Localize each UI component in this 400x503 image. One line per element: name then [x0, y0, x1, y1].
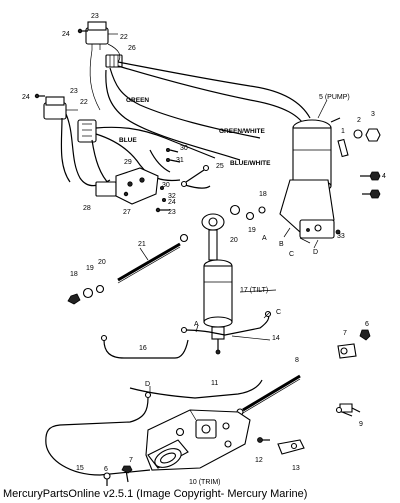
label-12: 12	[255, 457, 263, 464]
label-30-b: 30	[162, 182, 170, 189]
label-16: 16	[139, 345, 147, 352]
copyright-footer: MercuryPartsOnline v2.5.1 (Image Copyrig…	[3, 488, 308, 500]
label-7-b: 7	[129, 457, 133, 464]
label-29: 29	[124, 159, 132, 166]
wire-label-blue: BLUE	[119, 137, 137, 144]
label-7: 7	[343, 330, 347, 337]
label-9: 9	[359, 421, 363, 428]
circuit-breaker-bracket[interactable]	[95, 167, 159, 205]
label-17-tilt: 17 (TILT)	[240, 287, 268, 294]
label-8: 8	[295, 357, 299, 364]
label-31: 31	[176, 157, 184, 164]
fasteners-29-32	[155, 147, 181, 213]
hardware-right-6-7	[337, 329, 371, 413]
trim-cylinder[interactable]	[145, 409, 251, 471]
harness-plug[interactable]	[105, 54, 123, 68]
label-15: 15	[76, 465, 84, 472]
pump-hardware	[229, 128, 381, 235]
label-11: 11	[211, 380, 218, 387]
label-24: 24	[62, 31, 70, 38]
label-3: 3	[371, 111, 375, 118]
wire-label-blue-white: BLUE/WHITE	[230, 160, 271, 167]
wire-label-green: GREEN	[126, 97, 149, 104]
label-24-b: 24	[22, 94, 30, 101]
label-27: 27	[123, 209, 131, 216]
label-20: 20	[98, 259, 106, 266]
hardware-12-13	[257, 437, 305, 455]
label-23-c: 23	[168, 209, 176, 216]
label-18: 18	[70, 271, 78, 278]
label-22-b: 22	[80, 99, 88, 106]
hydraulic-line-14[interactable]	[180, 310, 272, 336]
tilt-cylinder[interactable]	[201, 213, 233, 355]
wire-label-green-white: GREEN/WHITE	[219, 128, 266, 135]
screws-bottom	[103, 465, 133, 486]
label-32: 32	[168, 193, 176, 200]
label-6: 6	[365, 321, 369, 328]
relay-upper[interactable]	[85, 21, 118, 50]
pump-motor[interactable]	[279, 117, 341, 239]
label-14: 14	[272, 335, 280, 342]
screw-24-lower	[34, 93, 45, 99]
hydraulic-line-16[interactable]	[100, 334, 189, 359]
label-26: 26	[128, 45, 136, 52]
connector-block-left[interactable]	[77, 119, 97, 143]
label-1: 1	[341, 128, 345, 135]
label-pump-port-b: B	[279, 241, 284, 248]
pivot-hardware-left	[67, 284, 105, 305]
label-19: 19	[86, 265, 94, 272]
label-30: 30	[180, 145, 188, 152]
hydraulic-line-15[interactable]	[45, 391, 152, 476]
label-pump-port-d: D	[313, 249, 318, 256]
label-pump-port-c: C	[289, 251, 294, 258]
hydraulic-line-11[interactable]	[129, 379, 263, 399]
label-28: 28	[83, 205, 91, 212]
label-18-b: 18	[259, 191, 267, 198]
label-4: 4	[382, 173, 386, 180]
pivot-pin-lower[interactable]	[236, 374, 301, 416]
screw-9	[335, 406, 353, 417]
ground-lead[interactable]	[180, 164, 210, 188]
label-13: 13	[292, 465, 300, 472]
label-2: 2	[357, 117, 361, 124]
label-21: 21	[138, 241, 146, 248]
label-20-b: 20	[230, 237, 238, 244]
wire-harness	[60, 43, 311, 189]
pivot-pin-upper[interactable]	[117, 233, 189, 284]
label-23: 23	[91, 13, 99, 20]
label-19-b: 19	[248, 227, 256, 234]
label-tilt-port-a: A	[194, 321, 199, 328]
label-6-b: 6	[104, 466, 108, 473]
label-25: 25	[216, 163, 224, 170]
leader-lines	[139, 99, 328, 392]
label-23-b: 23	[70, 88, 78, 95]
label-22: 22	[120, 34, 128, 41]
relay-lower[interactable]	[43, 96, 78, 120]
label-trim-port-d: D	[145, 381, 150, 388]
label-24-c: 24	[168, 199, 176, 206]
label-10-trim: 10 (TRIM)	[189, 479, 221, 486]
label-33: 33	[337, 233, 345, 240]
label-pump-port-a: A	[262, 235, 267, 242]
screw-24-upper	[77, 28, 88, 34]
label-tilt-port-c: C	[276, 309, 281, 316]
label-5-pump: 5 (PUMP)	[319, 94, 350, 101]
